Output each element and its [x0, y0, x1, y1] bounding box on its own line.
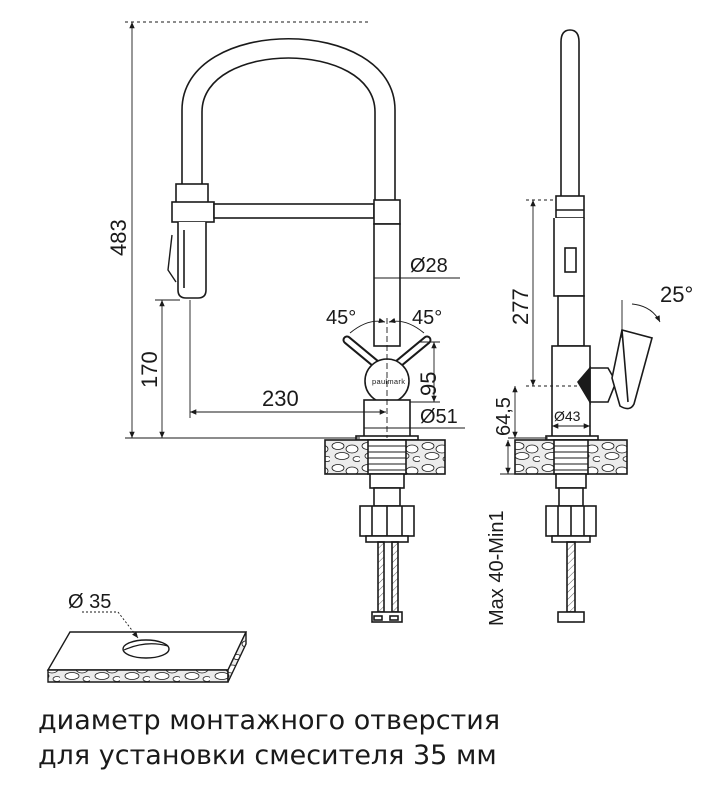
- front-dimensions: [125, 21, 465, 439]
- side-view: [514, 29, 653, 623]
- spout-height-label: 170: [137, 351, 162, 388]
- caption-line-2: для установки смесителя 35 мм: [38, 740, 497, 771]
- mounting-hole: [122, 639, 170, 659]
- side-height-label: 277: [508, 288, 533, 325]
- reach-label: 230: [262, 386, 299, 411]
- side-mixer-block: [589, 367, 617, 403]
- side-base-diameter-label: Ø43: [554, 408, 581, 424]
- front-dimension-labels: 483 170 230 Ø28 45° 45° 95 Ø51 paulmark: [106, 219, 458, 428]
- front-spray-head: [175, 183, 209, 205]
- front-hose-arch: [181, 38, 396, 205]
- hole-diameter-label: Ø 35: [68, 591, 111, 613]
- base-diameter-label: Ø51: [420, 406, 458, 428]
- side-dimension-labels: 277 25° 64,5 Ø43 Max 40-Min1: [486, 282, 693, 626]
- front-holder-bar: [213, 203, 375, 219]
- handle-height-label: 95: [416, 372, 441, 396]
- front-supply-hose-right: [391, 541, 399, 613]
- angle-right-label: 45°: [412, 307, 442, 329]
- counter-thickness-label: Max 40-Min1: [486, 510, 508, 626]
- brand-logo: paulmark: [372, 377, 405, 386]
- side-hose: [560, 29, 580, 196]
- counter-slab-front: [47, 669, 229, 683]
- height-total-label: 483: [106, 219, 131, 256]
- caption-line-1: диаметр монтажного отверстия: [38, 705, 501, 736]
- side-dimensions: [500, 199, 661, 475]
- side-angle-label: 25°: [660, 282, 693, 307]
- side-spray-button: [564, 247, 577, 273]
- mounting-hole-sketch: [46, 611, 248, 683]
- side-base-height-label: 64,5: [493, 397, 515, 436]
- side-lever: [611, 329, 653, 410]
- side-supply-hose: [566, 541, 576, 613]
- spout-diameter-label: Ø28: [410, 255, 448, 277]
- front-view: [167, 38, 446, 623]
- front-supply-hose-left: [377, 541, 385, 613]
- angle-left-label: 45°: [326, 307, 356, 329]
